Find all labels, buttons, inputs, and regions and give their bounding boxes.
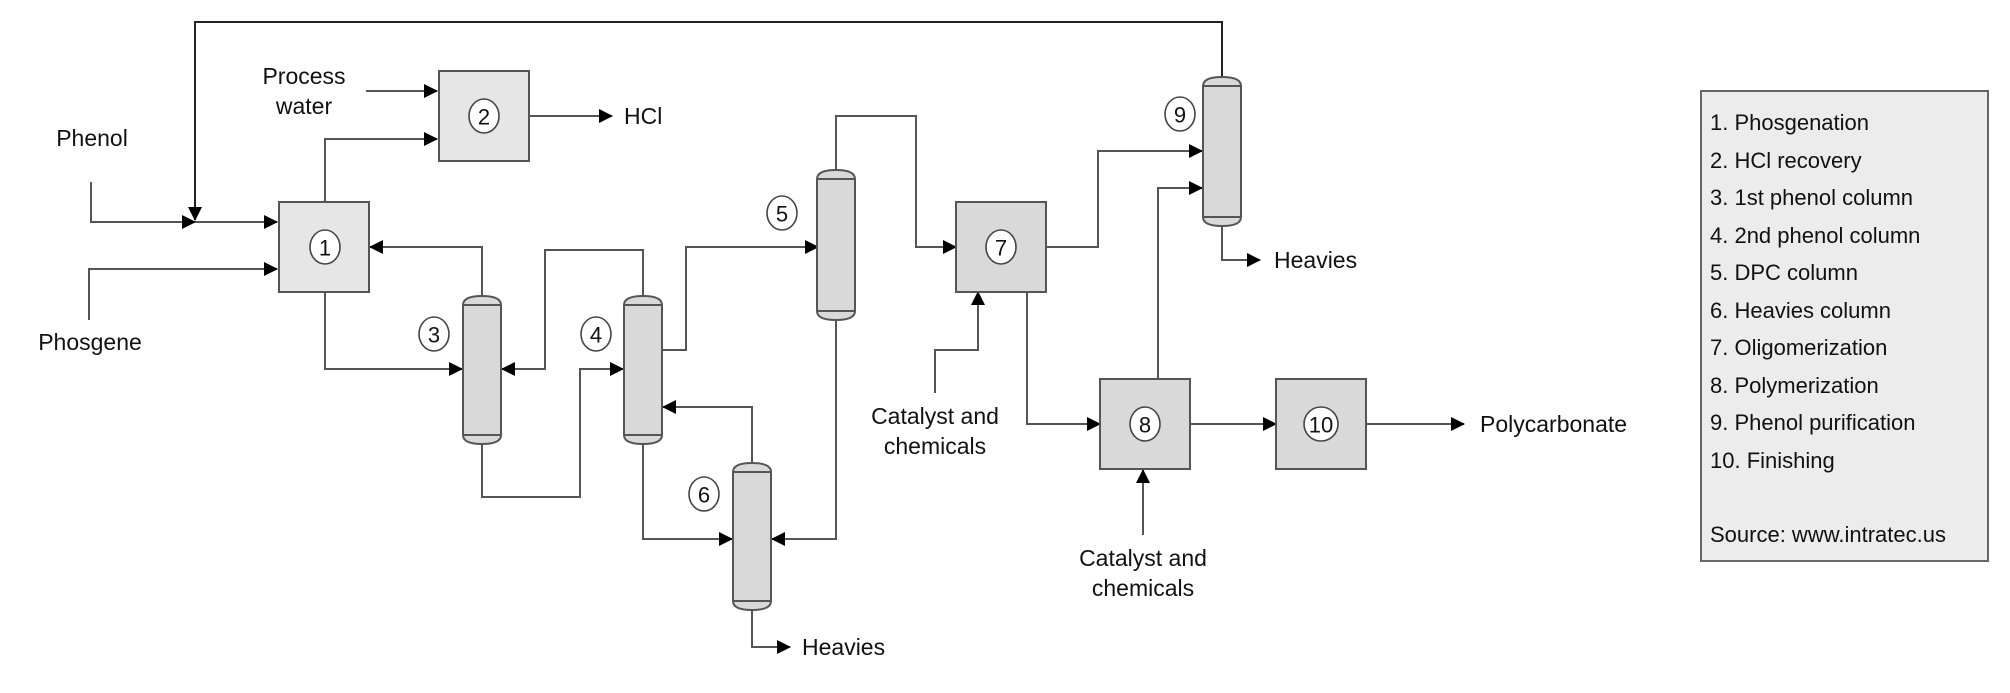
stream-6-to-4: [662, 400, 753, 463]
unit-number-badge: [1164, 96, 1196, 132]
legend-item: 8. Polymerization: [1710, 372, 1879, 398]
unit-9-phenol-purification: 9: [1164, 75, 1242, 228]
unit-number-badge: [580, 316, 612, 352]
unit-10-finishing: 10: [1275, 378, 1367, 470]
unit-number: 4: [590, 323, 602, 348]
legend-item: 2. HCl recovery: [1710, 147, 1862, 173]
legend-item: 10. Finishing: [1710, 447, 1835, 473]
legend-item: 1. Phosgenation: [1710, 110, 1870, 135]
unit-number-badge: [418, 316, 450, 352]
label-process-water-1: Process: [262, 63, 345, 89]
unit-number: 6: [698, 483, 710, 508]
stream-4-to-5: [663, 240, 819, 351]
unit-6-heavies-column: 6: [688, 461, 772, 612]
legend-box: 1. Phosgenation 2. HCl recovery 3. 1st phe…: [1700, 90, 1989, 562]
unit-1-phosgenation: 1: [278, 201, 370, 293]
stream-3-to-4: [481, 362, 624, 498]
column-vessel: [1202, 75, 1242, 228]
unit-number-badge: [1129, 406, 1161, 442]
legend-item: 5. DPC column: [1710, 260, 1858, 285]
unit-8-polymerization: 8: [1099, 378, 1191, 470]
legend-item: 3. 1st phenol column: [1710, 185, 1914, 210]
stream-1-to-3: [324, 292, 463, 376]
label-heavies-6: Heavies: [802, 634, 885, 660]
stream-5-to-7: [835, 115, 957, 254]
stream-5-to-6: [771, 320, 837, 546]
label-heavies-9: Heavies: [1274, 247, 1357, 273]
stream-4-to-6: [642, 444, 733, 546]
unit-number-badge: [766, 195, 798, 231]
unit-number-badge: [468, 98, 500, 134]
stream-phenol-recycle: [188, 21, 1223, 221]
column-vessel: [623, 294, 663, 446]
stream-7-to-8: [1026, 292, 1101, 431]
unit-number: 1: [319, 236, 331, 261]
legend-item: 4. 2nd phenol column: [1710, 222, 1921, 248]
unit-number: 8: [1139, 413, 1151, 438]
label-process-water-2: water: [275, 93, 333, 119]
unit-number: 10: [1309, 413, 1333, 438]
label-phenol: Phenol: [56, 125, 128, 151]
label-polycarbonate: Polycarbonate: [1480, 411, 1627, 437]
legend-item: 9. Phenol purification: [1710, 410, 1916, 435]
unit-7-oligomerization: 7: [955, 201, 1047, 293]
stream-catalyst-to-7: [934, 291, 985, 393]
unit-number-badge: [688, 476, 720, 512]
legend-item: 6. Heavies column: [1710, 297, 1891, 323]
unit-number-badge: [1303, 406, 1339, 442]
column-vessel: [732, 461, 772, 612]
label-catalyst-7-2: chemicals: [884, 433, 986, 459]
legend-item: 7. Oligomerization: [1710, 335, 1888, 360]
label-hcl: HCl: [624, 103, 662, 129]
unit-3-1st-phenol-column: 3: [418, 294, 502, 446]
stream-4-to-3: [501, 249, 644, 376]
label-phosgene: Phosgene: [38, 329, 142, 355]
unit-5-dpc-column: 5: [766, 168, 856, 322]
unit-number-badge: [309, 229, 341, 265]
stream-9-to-heavies: [1221, 226, 1261, 267]
unit-number-badge: [985, 229, 1017, 265]
unit-number: 2: [478, 105, 490, 130]
unit-number: 3: [428, 323, 440, 348]
stream-phosgene-feed: [88, 262, 278, 320]
stream-3-to-1: [369, 240, 483, 296]
unit-4-2nd-phenol-column: 4: [580, 294, 663, 446]
stream-7-to-9: [1046, 144, 1203, 248]
unit-2-hcl-recovery: 2: [438, 70, 530, 162]
stream-8-to-9: [1157, 181, 1203, 379]
legend-source: Source: www.intratec.us: [1710, 522, 1946, 547]
label-catalyst-7-1: Catalyst and: [871, 403, 999, 429]
stream-1-to-2: [324, 132, 438, 202]
stream-phenol-feed: [90, 182, 196, 229]
unit-number: 5: [776, 202, 788, 227]
unit-number: 9: [1174, 103, 1186, 128]
column-vessel: [816, 168, 856, 322]
column-vessel: [462, 294, 502, 446]
label-catalyst-8-2: chemicals: [1092, 575, 1194, 601]
unit-number: 7: [995, 236, 1007, 261]
label-catalyst-8-1: Catalyst and: [1079, 545, 1207, 571]
stream-6-to-heavies: [751, 610, 791, 654]
